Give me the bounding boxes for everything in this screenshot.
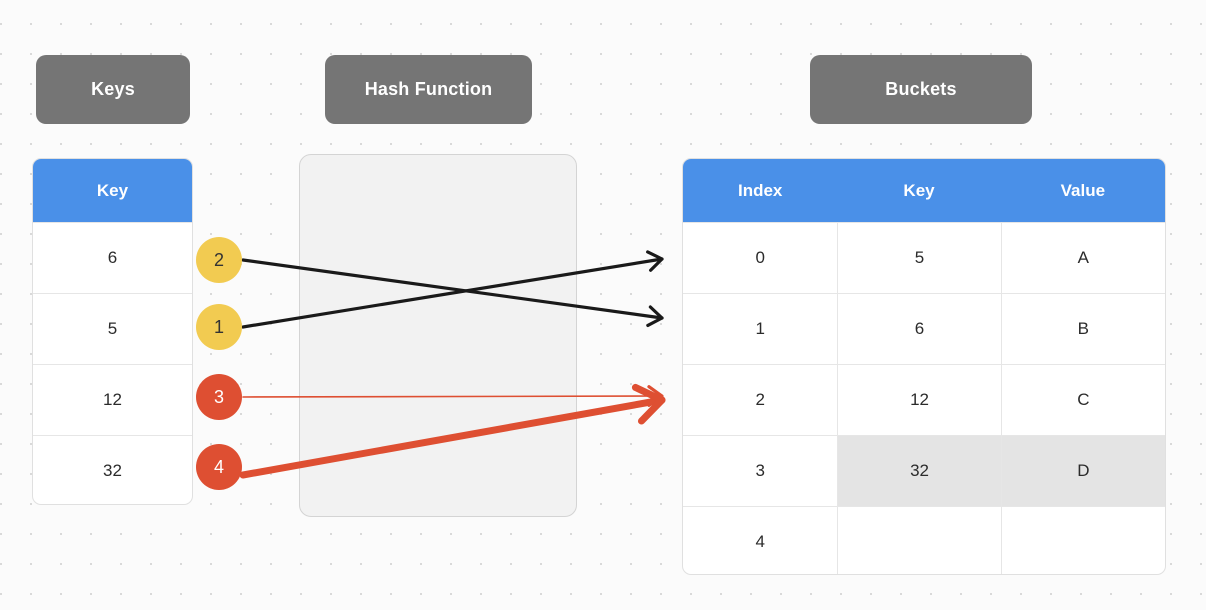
- buckets-cell-value: A: [1000, 223, 1165, 293]
- buckets-cell-index: 0: [755, 248, 765, 267]
- keys-cell-key: 6: [107, 248, 118, 267]
- buckets-cell-value: B: [1000, 294, 1165, 364]
- keys-column-header-key: Key: [96, 180, 129, 200]
- keys-table-header-row: Key: [33, 159, 192, 222]
- keys-table-row: 12: [33, 364, 192, 435]
- buckets-cell-value: [1000, 507, 1165, 574]
- buckets-column-header-value: Value: [1060, 180, 1106, 200]
- section-header-hash-function: Hash Function: [325, 55, 532, 124]
- keys-cell-key: 32: [103, 461, 122, 480]
- buckets-cell-index: 2: [755, 390, 765, 409]
- buckets-table: Index Key Value 0 5 A 1 6 B 2 12 C 3 32 …: [682, 158, 1166, 575]
- keys-table-row: 32: [33, 435, 192, 504]
- buckets-cell-key: 5: [837, 223, 1000, 293]
- buckets-cell-key: 12: [837, 365, 1000, 435]
- hash-output-circle: 2: [196, 237, 242, 283]
- buckets-cell-index: 3: [755, 461, 765, 480]
- buckets-table-row-highlighted: 3 32 D: [683, 435, 1165, 506]
- hash-output-circle: 4: [196, 444, 242, 490]
- keys-table: Key 6 5 12 32: [32, 158, 193, 505]
- buckets-cell-value: D: [1000, 436, 1165, 506]
- buckets-table-row: 0 5 A: [683, 222, 1165, 293]
- keys-table-row: 5: [33, 293, 192, 364]
- section-header-buckets: Buckets: [810, 55, 1032, 124]
- buckets-cell-index: 4: [755, 532, 765, 551]
- buckets-cell-key: 32: [837, 436, 1001, 506]
- hash-output-circle: 3: [196, 374, 242, 420]
- buckets-table-row: 2 12 C: [683, 364, 1165, 435]
- keys-cell-key: 12: [103, 390, 122, 409]
- hash-function-box: [299, 154, 577, 517]
- section-header-keys: Keys: [36, 55, 190, 124]
- buckets-cell-key: [837, 507, 1000, 574]
- keys-table-row: 6: [33, 222, 192, 293]
- buckets-column-header-key: Key: [903, 180, 935, 200]
- buckets-cell-value: C: [1000, 365, 1165, 435]
- buckets-cell-index: 1: [755, 319, 765, 338]
- buckets-column-header-index: Index: [737, 180, 783, 200]
- hash-output-circle: 1: [196, 304, 242, 350]
- keys-cell-key: 5: [107, 319, 118, 338]
- buckets-cell-key: 6: [837, 294, 1000, 364]
- buckets-table-header-row: Index Key Value: [683, 159, 1165, 222]
- buckets-table-row: 1 6 B: [683, 293, 1165, 364]
- buckets-table-row: 4: [683, 506, 1165, 574]
